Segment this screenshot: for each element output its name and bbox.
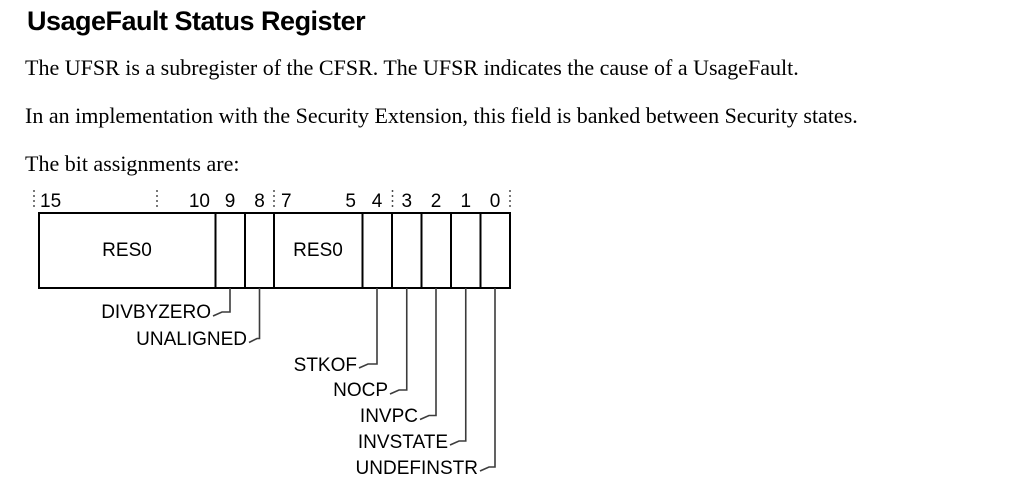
paragraph-ufsr-description: The UFSR is a subregister of the CFSR. T… [25, 55, 799, 80]
section-title: UsageFault Status Register [27, 6, 366, 36]
bit-number-2: 2 [431, 191, 442, 212]
paragraph-security-extension: In an implementation with the Security E… [25, 103, 858, 128]
callout-stkof: STKOF [294, 355, 357, 376]
bit-number-1: 1 [460, 191, 471, 212]
callout-nocp: NOCP [333, 380, 388, 401]
bit-number-15: 15 [40, 191, 61, 212]
bit-number-9: 9 [225, 191, 236, 212]
bit-number-3: 3 [401, 191, 412, 212]
callout-invstate: INVSTATE [358, 432, 448, 453]
paragraph-bit-assignments-intro: The bit assignments are: [25, 151, 240, 176]
callout-divbyzero: DIVBYZERO [101, 302, 211, 323]
bit-number-0: 0 [490, 191, 501, 212]
bit-number-5: 5 [345, 191, 356, 212]
callout-undefinstr: UNDEFINSTR [356, 458, 478, 479]
lead-line-unaligned [248, 288, 261, 344]
bit-number-10: 10 [189, 191, 210, 212]
bit-number-7: 7 [281, 191, 292, 212]
lead-line-nocp [389, 288, 408, 395]
bit-number-8: 8 [254, 191, 265, 212]
field-res0-mid: RES0 [293, 240, 343, 261]
lead-line-undefinstr [479, 288, 496, 472]
bit-number-4: 4 [372, 191, 383, 212]
lead-line-divbyzero [212, 288, 231, 317]
callout-invpc: INVPC [360, 406, 418, 427]
lead-line-stkof [358, 288, 378, 369]
callout-unaligned: UNALIGNED [136, 329, 247, 350]
field-res0-high: RES0 [102, 240, 152, 261]
lead-line-invpc [419, 288, 437, 421]
register-bit-diagram: 15 10 9 8 7 5 4 3 2 1 0 RES0 RES0 DIVB [33, 190, 511, 479]
lead-line-invstate [449, 288, 467, 446]
